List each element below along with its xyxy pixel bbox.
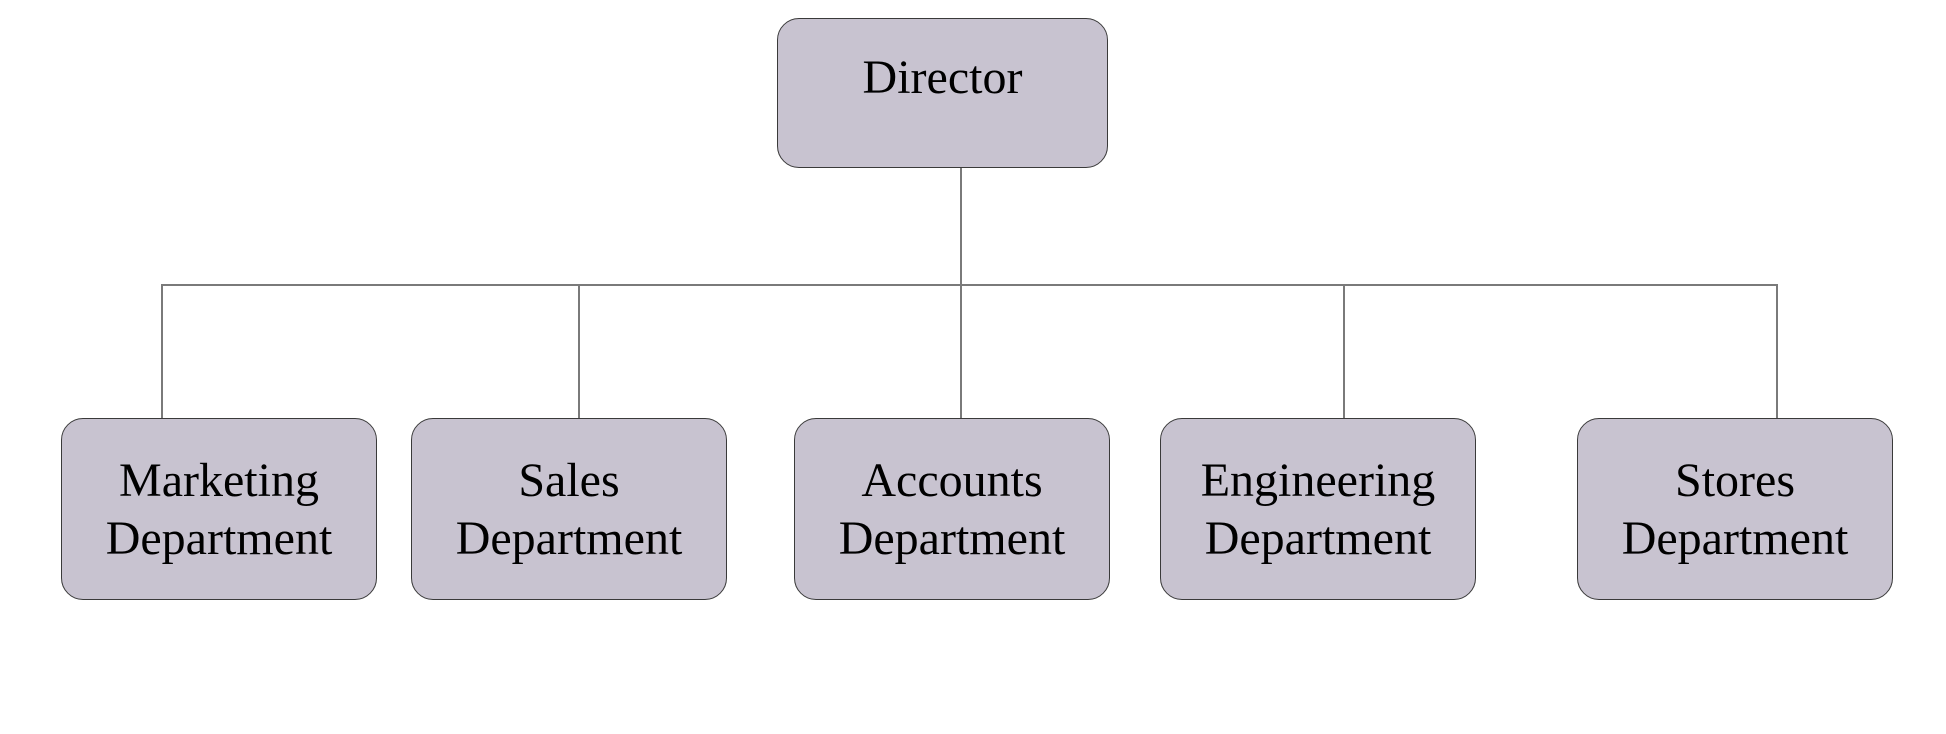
node-director: Director <box>777 18 1108 168</box>
connector-accounts <box>960 284 962 418</box>
node-marketing-department: Marketing Department <box>61 418 377 600</box>
node-label-line2: Department <box>455 512 683 565</box>
node-sales-department: Sales Department <box>411 418 727 600</box>
node-label-line1: Engineering <box>1200 454 1436 507</box>
connector-stores <box>1776 284 1778 418</box>
connector-sales <box>578 284 580 418</box>
node-engineering-department: Engineering Department <box>1160 418 1476 600</box>
node-label-line2: Department <box>105 512 333 565</box>
node-accounts-department: Accounts Department <box>794 418 1110 600</box>
node-director-label: Director <box>862 51 1023 104</box>
node-stores-department: Stores Department <box>1577 418 1893 600</box>
connector-engineering <box>1343 284 1345 418</box>
node-label-line1: Accounts <box>861 454 1043 507</box>
connector-marketing <box>161 284 163 418</box>
node-label-line1: Marketing <box>119 454 319 507</box>
node-label-line2: Department <box>1204 512 1432 565</box>
node-label-line2: Department <box>838 512 1066 565</box>
connector-root-trunk <box>960 168 962 285</box>
node-label-line2: Department <box>1621 512 1849 565</box>
connector-horizontal-bar <box>161 284 1777 286</box>
node-label-line1: Sales <box>518 454 620 507</box>
node-label-line1: Stores <box>1675 454 1795 507</box>
